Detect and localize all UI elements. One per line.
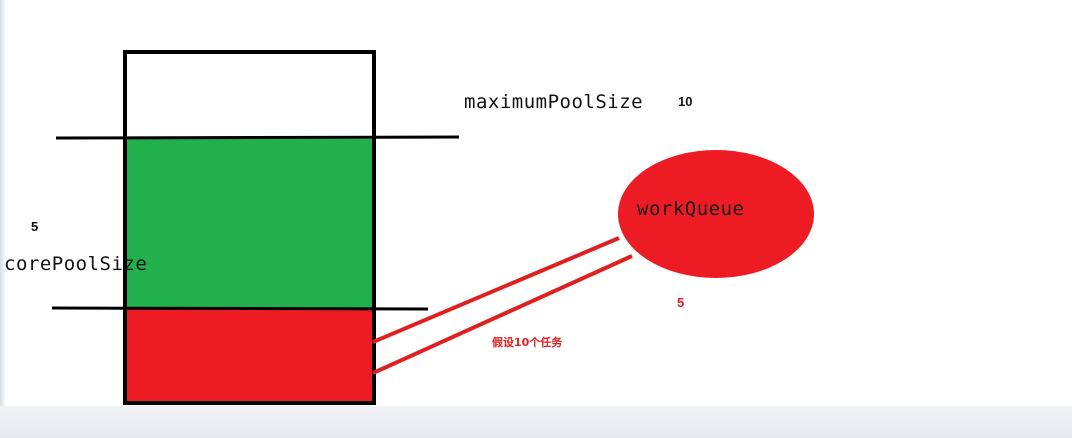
maximum-pool-size-label: maximumPoolSize xyxy=(464,91,644,113)
core-pool-size-line xyxy=(51,306,429,311)
task-count-note: 假设10个任务 xyxy=(492,336,563,349)
core-pool-size-value: 5 xyxy=(31,219,39,234)
queue-connector-lower xyxy=(372,254,633,375)
work-queue-value: 5 xyxy=(677,295,685,310)
window-bottom-band xyxy=(0,406,1072,438)
core-pool-size-label: corePoolSize xyxy=(4,253,148,275)
maximum-pool-size-line xyxy=(55,135,460,140)
pool-container-outline xyxy=(123,50,376,405)
work-queue-ellipse xyxy=(618,150,814,278)
maximum-pool-size-value: 10 xyxy=(678,94,693,109)
overflow-section xyxy=(125,309,374,403)
work-queue-label: workQueue xyxy=(637,198,745,220)
core-pool-section xyxy=(125,139,374,309)
queue-connector-upper xyxy=(372,236,620,344)
window-left-edge xyxy=(0,0,6,438)
